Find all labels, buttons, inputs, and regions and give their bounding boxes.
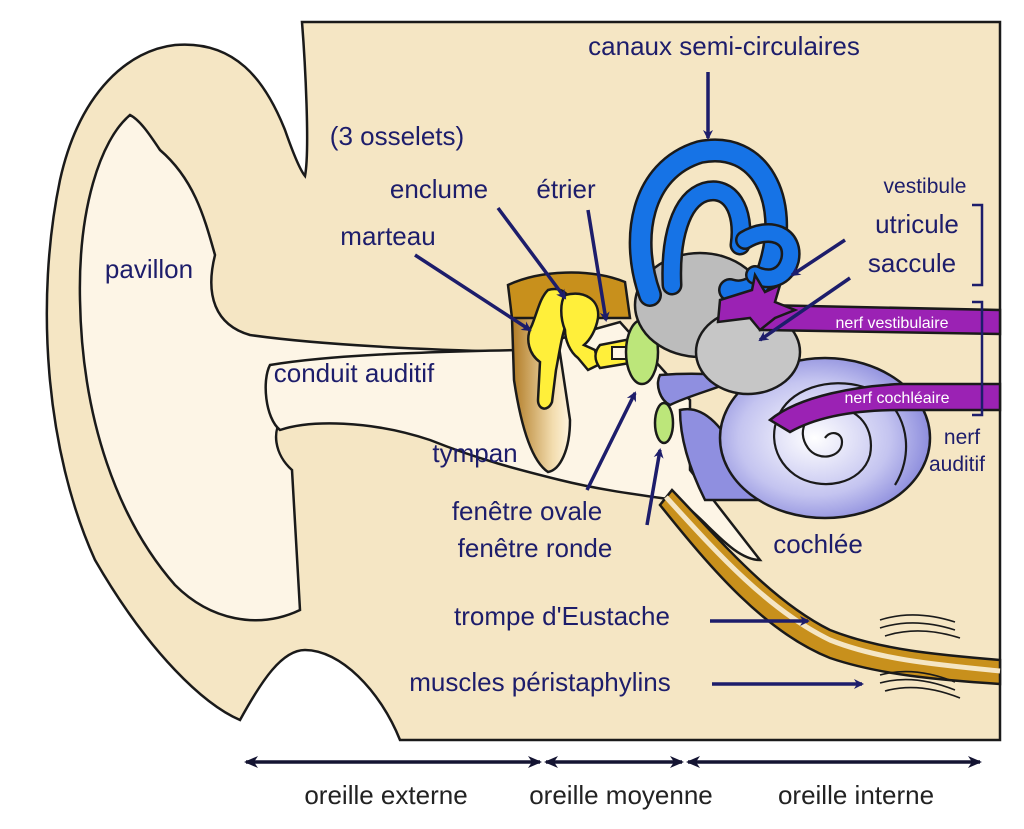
label-cochlear-nerve: nerf cochléaire — [845, 390, 950, 407]
label-auditory-nerve-line1: nerf — [944, 426, 980, 449]
label-ossicles: (3 osselets) — [330, 121, 464, 151]
eustachian-tube — [658, 488, 1002, 686]
label-eardrum: tympan — [432, 438, 517, 468]
label-vestibule: vestibule — [884, 175, 967, 198]
label-eustachian-tube: trompe d'Eustache — [454, 601, 670, 631]
label-pinna: pavillon — [105, 254, 193, 284]
round-window — [653, 401, 675, 445]
vestibular-nerve — [716, 271, 1002, 336]
zone-outer-ear: oreille externe — [304, 780, 467, 810]
cochlear-nerve — [767, 382, 1002, 434]
label-peristaphyline-muscles: muscles péristaphylins — [409, 667, 671, 697]
label-auditory-nerve-line2: auditif — [929, 453, 985, 476]
label-ear-canal: conduit auditif — [274, 358, 435, 388]
label-saccule: saccule — [868, 248, 956, 278]
label-oval-window: fenêtre ovale — [452, 496, 602, 526]
label-stapes: étrier — [536, 174, 596, 204]
label-semicircular-canals: canaux semi-circulaires — [588, 31, 860, 61]
label-incus: enclume — [390, 174, 488, 204]
zone-middle-ear: oreille moyenne — [529, 780, 713, 810]
label-utricle: utricule — [875, 209, 959, 239]
label-pointer-arrows — [414, 72, 864, 689]
semicircular-canals — [628, 138, 801, 307]
label-malleus: marteau — [340, 221, 435, 251]
label-cochlea: cochlée — [773, 529, 863, 559]
label-vestibular-nerve: nerf vestibulaire — [836, 315, 949, 332]
auditory-nerve-bracket — [972, 300, 984, 417]
zone-inner-ear: oreille interne — [778, 780, 934, 810]
peristaphyline-muscle-lines — [879, 614, 961, 699]
vestibule-bracket — [972, 203, 984, 287]
label-round-window: fenêtre ronde — [458, 533, 613, 563]
